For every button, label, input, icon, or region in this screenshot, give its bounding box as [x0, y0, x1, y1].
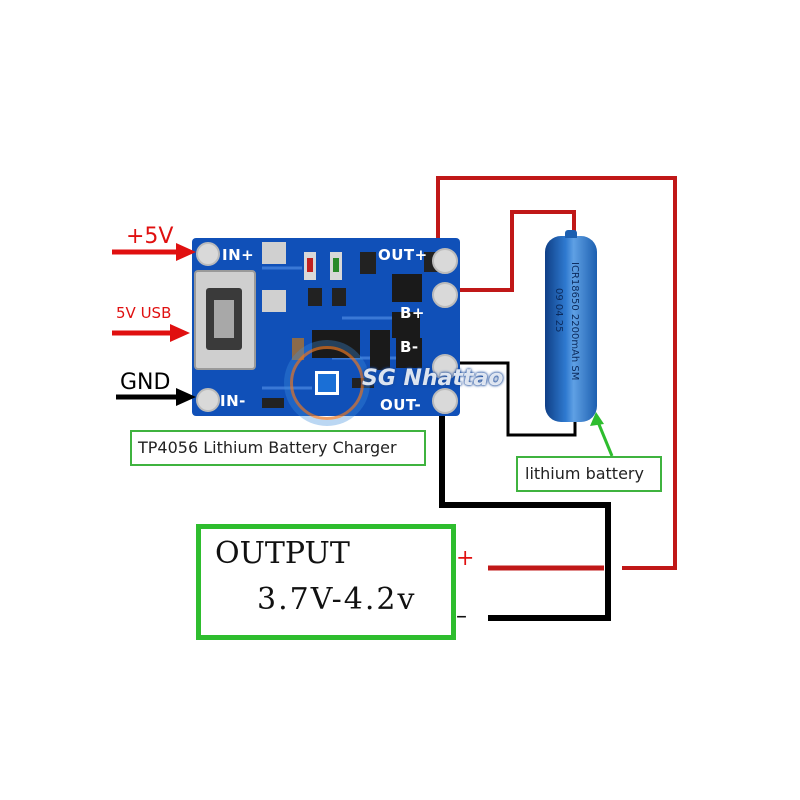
pin-label-b-minus: B- — [400, 338, 419, 356]
output-range: 3.7V-4.2v — [257, 582, 417, 617]
output-title: OUTPUT — [215, 536, 350, 571]
battery-positive-wire — [440, 210, 576, 292]
caption-text: TP4056 Lithium Battery Charger — [138, 438, 397, 457]
output-box: OUTPUT 3.7V-4.2v — [196, 524, 456, 640]
caption-box: TP4056 Lithium Battery Charger — [130, 430, 426, 466]
pin-label-out-plus: OUT+ — [378, 246, 428, 264]
pin-hole-b-plus[interactable] — [432, 282, 458, 308]
pin-label-in-minus: IN- — [220, 392, 246, 410]
label-usb: 5V USB — [116, 304, 172, 322]
pin-hole-in-minus[interactable] — [196, 388, 220, 412]
pin-label-in-plus: IN+ — [222, 246, 255, 264]
battery-label-box: lithium battery — [516, 456, 662, 492]
arrow-gnd — [116, 388, 196, 406]
pin-label-out-minus: OUT- — [380, 396, 422, 414]
label-plus5v: +5V — [126, 224, 174, 249]
output-negative-wire — [439, 398, 611, 621]
pin-hole-in-plus[interactable] — [196, 242, 220, 266]
tp4056-board: IN+ IN- OUT+ B+ B- OUT- — [192, 238, 460, 416]
output-plus-sign: + — [456, 546, 475, 571]
arrow-plus5v — [112, 243, 196, 261]
arrow-usb — [112, 324, 190, 342]
watermark-logo-icon — [290, 346, 364, 420]
watermark-text: SG Nhattao — [362, 366, 504, 391]
micro-usb-port[interactable] — [194, 270, 256, 370]
output-minus-sign: – — [456, 604, 467, 629]
pin-hole-b-minus[interactable] — [432, 354, 458, 380]
label-gnd: GND — [120, 370, 171, 395]
output-positive-wire — [436, 176, 677, 570]
lithium-battery: ICR18650 2200mAh SM 09 04 25 — [545, 230, 597, 422]
battery-label-text: lithium battery — [525, 464, 644, 483]
battery-cap — [565, 230, 577, 238]
pin-label-b-plus: B+ — [400, 304, 426, 322]
pin-hole-out-minus[interactable] — [432, 388, 458, 414]
battery-negative-wire — [450, 361, 577, 437]
board-components — [262, 242, 442, 408]
pin-hole-out-plus[interactable] — [432, 248, 458, 274]
